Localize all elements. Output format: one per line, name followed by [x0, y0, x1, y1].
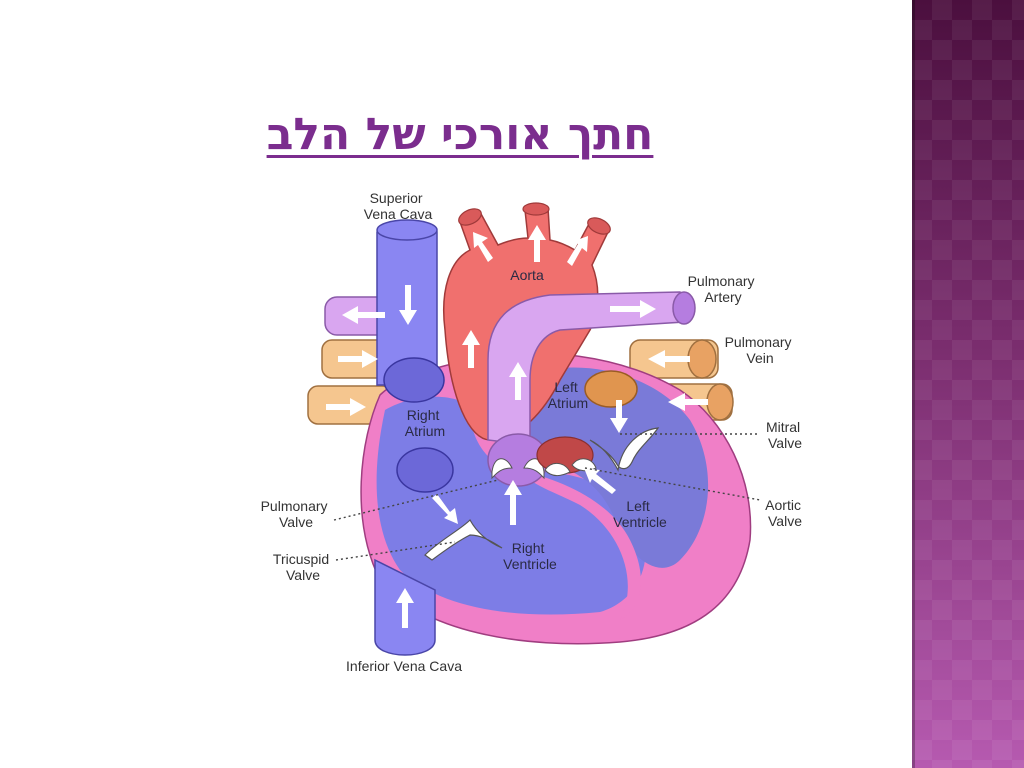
- pulmonary-valve-shape: [487, 433, 549, 487]
- heart-diagram: Superior Vena Cava Aorta Pulmonary Arter…: [261, 190, 805, 674]
- label-superior-vena-cava: Superior Vena Cava: [364, 190, 433, 222]
- label-pulmonary-valve: Pulmonary Valve: [261, 498, 332, 530]
- label-left-atrium: Left Atrium: [548, 379, 588, 411]
- label-inferior-vena-cava: Inferior Vena Cava: [346, 658, 462, 674]
- pulmonary-artery: [487, 291, 685, 446]
- septum: [520, 470, 641, 620]
- aorta-branch-cap-1: [458, 208, 482, 226]
- mitral-valve-shape: [589, 427, 660, 472]
- label-aortic-valve: Aortic Valve: [765, 497, 805, 529]
- label-right-ventricle: Right Ventricle: [503, 540, 557, 572]
- label-mitral-valve: Mitral Valve: [766, 419, 804, 451]
- tricuspid-valve-shape: [424, 519, 503, 561]
- inferior-vena-cava-opening: [396, 447, 454, 493]
- leader-lines: [333, 433, 761, 561]
- decorative-side-band: [912, 0, 1024, 768]
- flow-arrows: [326, 225, 708, 628]
- aortic-valve-shape: [536, 436, 597, 476]
- slide-title: חתך אורכי של הלב: [266, 109, 654, 160]
- label-tricuspid-valve: Tricuspid Valve: [273, 551, 333, 583]
- left-atrium-vein-opening: [584, 370, 638, 408]
- aorta-branch-cap-3: [587, 217, 611, 235]
- pulmonary-artery-end: [672, 291, 696, 325]
- label-aorta: Aorta: [510, 267, 544, 283]
- label-left-ventricle: Left Ventricle: [613, 498, 667, 530]
- superior-vena-cava-top: [376, 219, 438, 241]
- label-pulmonary-artery: Pulmonary Artery: [688, 273, 759, 305]
- label-right-atrium: Right Atrium: [405, 407, 445, 439]
- superior-vena-cava-opening: [383, 357, 445, 403]
- aorta-branch-cap-2: [522, 202, 550, 216]
- label-pulmonary-vein: Pulmonary Vein: [725, 334, 796, 366]
